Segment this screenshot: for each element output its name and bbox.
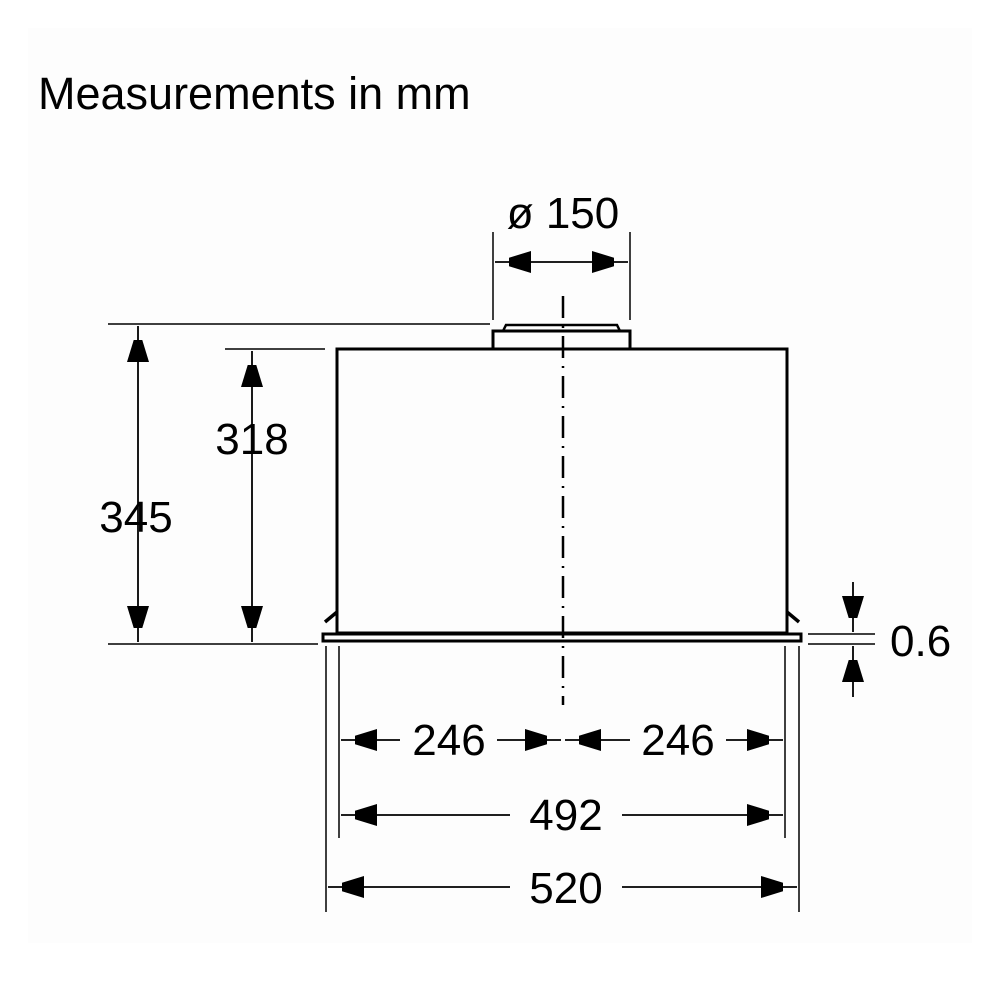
duct-outlet — [491, 329, 632, 349]
label-duct-diameter: ø 150 — [507, 189, 620, 238]
side-clip-left — [323, 610, 339, 624]
label-total-height: 345 — [99, 493, 172, 542]
background — [28, 28, 972, 943]
page-title: Measurements in mm — [38, 68, 471, 119]
side-clip-right — [785, 610, 801, 624]
label-body-height: 318 — [215, 415, 288, 464]
label-body-width: 492 — [529, 791, 602, 840]
label-panel-thickness: 0.6 — [890, 617, 951, 666]
label-half-width-right: 246 — [641, 716, 714, 765]
label-half-width-left: 246 — [412, 716, 485, 765]
label-total-width: 520 — [529, 864, 602, 913]
duct-cap — [501, 323, 622, 332]
